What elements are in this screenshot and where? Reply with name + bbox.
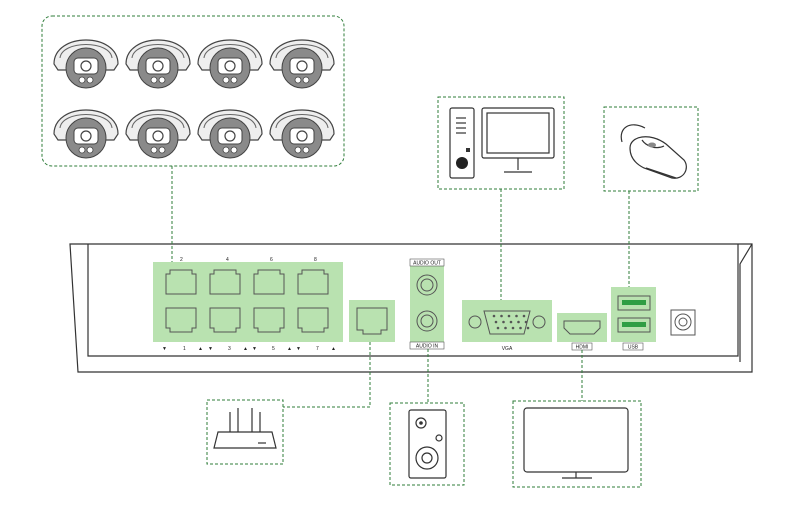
usb-port-bottom: [617, 317, 651, 333]
computer-group: [437, 96, 565, 190]
poe-port: [297, 269, 329, 295]
dome-camera-icon: [53, 39, 119, 89]
poe-top-labels: 2 4 6 8: [180, 257, 317, 263]
vga-pins: [492, 314, 530, 330]
nvr-rear-panel: 2 4 6 8 ▼ 1 ▲ ▼ 3 ▲ ▼ 5 ▲ ▼ 7 ▲: [69, 243, 753, 373]
usb-port-top: [617, 295, 651, 311]
mouse-icon: [620, 124, 687, 179]
poe-mark: 3: [228, 346, 231, 352]
camera-group-frame: [41, 15, 345, 167]
monitor-group: [512, 400, 642, 488]
router-icon: [213, 408, 277, 449]
desktop-computer-icon: [449, 107, 555, 179]
poe-label-8: 8: [314, 257, 317, 263]
poe-mark: ▼: [252, 346, 257, 352]
speaker-frame: [389, 402, 465, 486]
poe-bottom-labels: ▼ 1 ▲ ▼ 3 ▲ ▼ 5 ▲ ▼ 7 ▲: [162, 346, 336, 352]
lan-port: [349, 300, 395, 342]
power-port-frame: [670, 309, 696, 336]
poe-mark: 5: [272, 346, 275, 352]
poe-port: [209, 307, 241, 333]
dome-camera-icon: [269, 39, 335, 89]
poe-mark: ▲: [243, 346, 248, 352]
audio-ports: AUDIO OUT AUDIO IN: [409, 258, 445, 350]
usb-ports: USB: [611, 287, 656, 351]
poe-port: [165, 307, 197, 333]
router-frame: [206, 399, 284, 465]
mouse-group: [603, 106, 699, 192]
router-connector: [283, 342, 371, 408]
poe-mark: ▲: [198, 346, 203, 352]
power-port: [670, 309, 696, 336]
dome-camera-icon: [125, 109, 191, 159]
hdmi-connector: [563, 320, 601, 335]
poe-mark: ▲: [287, 346, 292, 352]
dome-camera-icon: [197, 109, 263, 159]
nvr-bevel: [739, 243, 753, 362]
connector-lines: [171, 166, 630, 408]
audio-out-label-box: [409, 258, 445, 267]
speaker-icon: [408, 409, 447, 479]
speaker-group: [389, 402, 465, 486]
dome-camera-icon: [125, 39, 191, 89]
poe-port: [253, 269, 285, 295]
audio-out-jack: [416, 274, 438, 296]
computer-frame: [437, 96, 565, 190]
poe-highlight: [153, 262, 343, 342]
audio-in-label-box: [409, 341, 445, 350]
hdmi-port: HDMI: [557, 313, 607, 351]
nvr-housing: [69, 243, 753, 373]
usb-highlight: [611, 287, 656, 342]
dome-camera-icon: [197, 39, 263, 89]
poe-mark: ▼: [296, 346, 301, 352]
vga-connector: [483, 310, 531, 335]
poe-mark: 7: [316, 346, 319, 352]
lan-highlight: [349, 300, 395, 342]
audio-in-jack: [416, 310, 438, 332]
audio-in-label: AUDIO IN: [416, 344, 439, 350]
poe-label-4: 4: [226, 257, 229, 263]
poe-port-block: 2 4 6 8 ▼ 1 ▲ ▼ 3 ▲ ▼ 5 ▲ ▼ 7 ▲: [153, 257, 343, 352]
mouse-frame: [603, 106, 699, 192]
nvr-inner-edge: [87, 244, 739, 357]
camera-group: [41, 15, 345, 167]
poe-port: [253, 307, 285, 333]
vga-label: VGA: [502, 346, 513, 352]
camera-grid: [53, 39, 335, 159]
poe-ports: [165, 269, 329, 333]
router-group: [206, 399, 284, 465]
poe-port: [165, 269, 197, 295]
monitor-frame: [512, 400, 642, 488]
poe-mark: ▲: [331, 346, 336, 352]
poe-port: [209, 269, 241, 295]
lan-jack: [356, 307, 388, 335]
poe-label-6: 6: [270, 257, 273, 263]
vga-highlight: [462, 300, 552, 342]
poe-label-2: 2: [180, 257, 183, 263]
usb-label: USB: [628, 345, 639, 351]
audio-out-label: AUDIO OUT: [413, 261, 441, 267]
poe-mark: ▼: [208, 346, 213, 352]
vga-port: VGA: [462, 300, 552, 352]
poe-port: [297, 307, 329, 333]
dome-camera-icon: [53, 109, 119, 159]
hdmi-highlight: [557, 313, 607, 342]
poe-mark: 1: [183, 346, 186, 352]
dome-camera-icon: [269, 109, 335, 159]
monitor-icon: [523, 407, 629, 479]
poe-mark: ▼: [162, 346, 167, 352]
hdmi-label: HDMI: [576, 345, 589, 351]
